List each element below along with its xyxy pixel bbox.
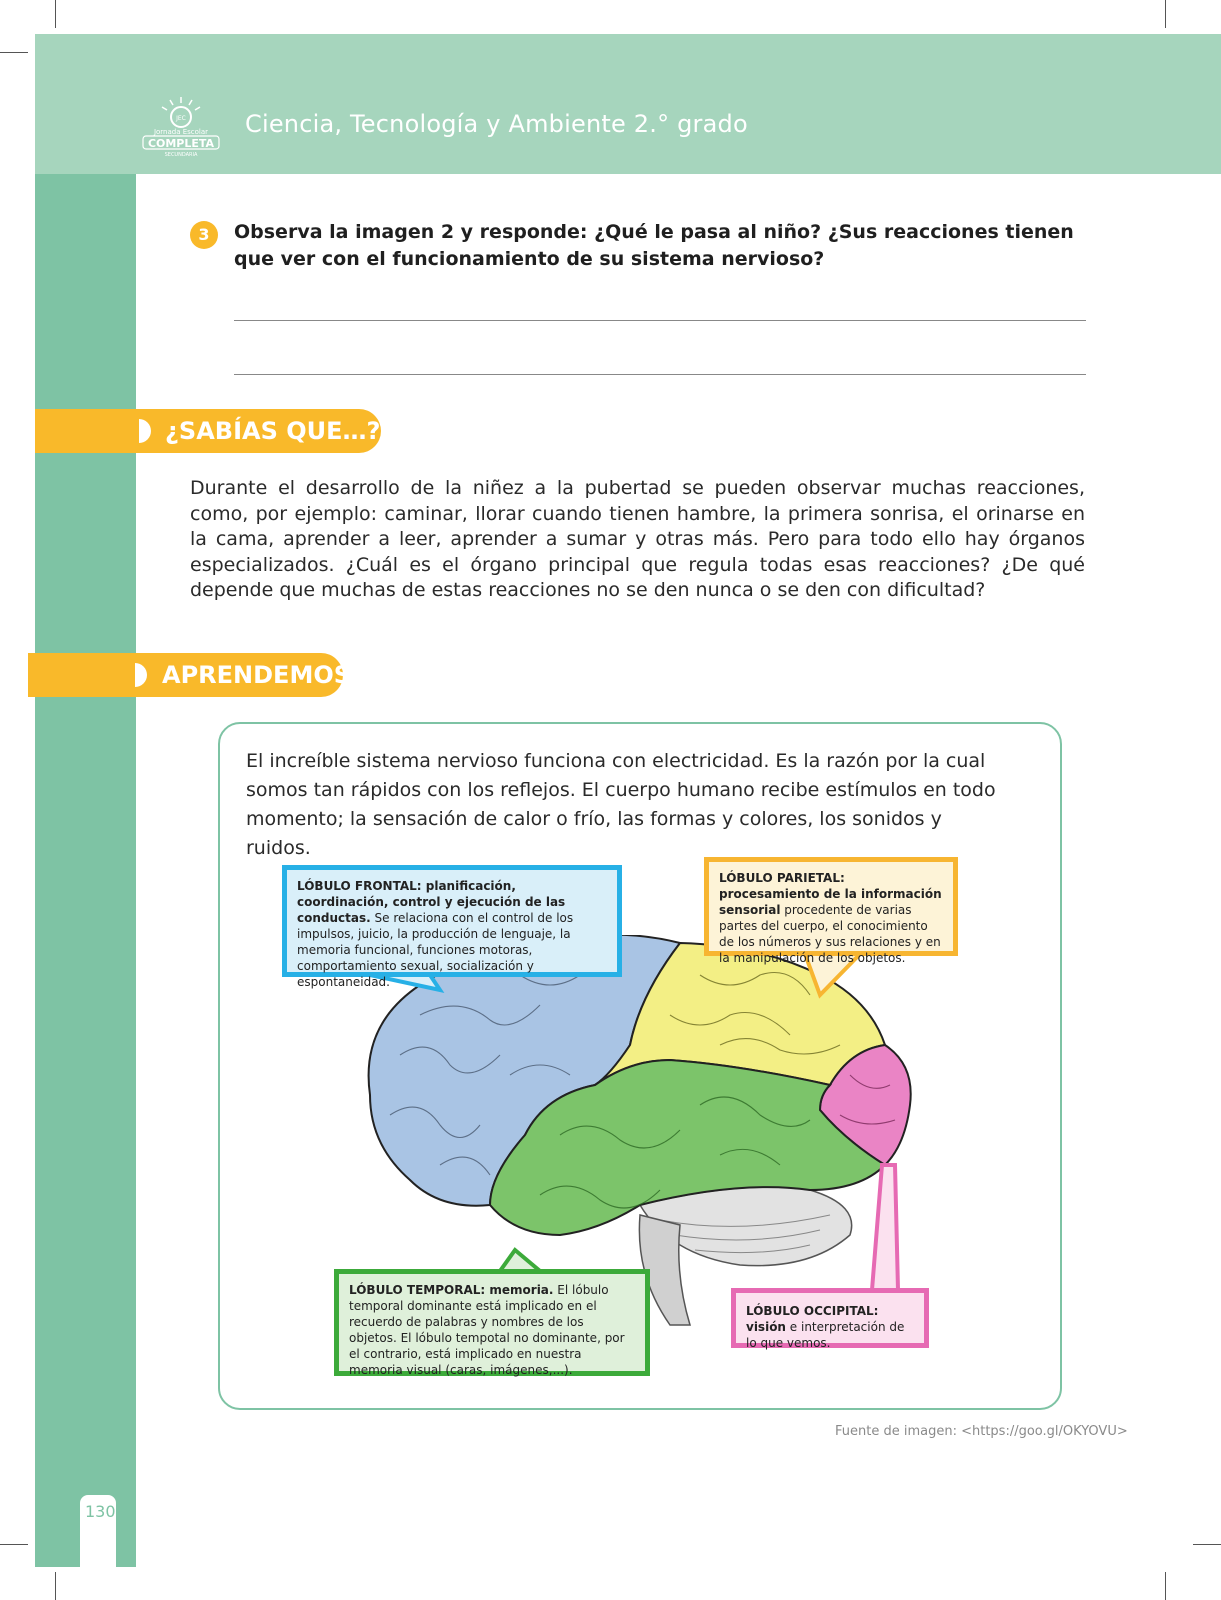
banner-half-circle-icon xyxy=(135,663,147,687)
logo-main: COMPLETA xyxy=(148,137,215,150)
frontal-text: Se relaciona con el control de los impul… xyxy=(297,911,574,989)
sabias-text: Durante el desarrollo de la niñez a la p… xyxy=(190,477,1085,601)
question-text: Observa la imagen 2 y responde: ¿Qué le … xyxy=(234,221,1074,270)
info-text: El increíble sistema nervioso funciona c… xyxy=(246,750,996,859)
logo-top: Jornada Escolar xyxy=(153,128,208,136)
occipital-text: e interpretación de lo que vemos. xyxy=(746,1320,905,1350)
callout-occipital: LÓBULO OCCIPITAL: visión e interpretació… xyxy=(731,1288,929,1350)
crop-mark xyxy=(0,52,28,53)
page-number-tab xyxy=(80,1495,116,1567)
logo-sub: SECUNDARIA xyxy=(165,152,198,158)
aprendemos-title: APRENDEMOS xyxy=(162,661,352,689)
crop-mark xyxy=(55,1572,56,1600)
sabias-title: ¿SABÍAS QUE…? xyxy=(165,417,381,445)
crop-mark xyxy=(1193,1544,1221,1545)
answer-line[interactable] xyxy=(234,320,1086,321)
crop-mark xyxy=(1165,1572,1166,1600)
question-number-badge: 3 xyxy=(190,221,218,249)
answer-line[interactable] xyxy=(234,374,1086,375)
temporal-text: El lóbulo temporal dominante está implic… xyxy=(349,1283,625,1377)
banner-half-circle-icon xyxy=(139,419,151,443)
callout-frontal: LÓBULO FRONTAL: planificación, coordinac… xyxy=(282,865,622,989)
aprendemos-banner: APRENDEMOS xyxy=(28,653,351,697)
frontal-title: LÓBULO FRONTAL: planificación, coordinac… xyxy=(297,879,566,925)
crop-mark xyxy=(55,0,56,28)
crop-mark xyxy=(0,1544,28,1545)
parietal-title: LÓBULO PARIETAL: procesamiento de la inf… xyxy=(719,871,942,917)
page-number: 130 xyxy=(85,1502,116,1521)
occipital-title: LÓBULO OCCIPITAL: visión xyxy=(746,1304,879,1334)
sabias-banner: ¿SABÍAS QUE…? xyxy=(35,409,381,453)
header-title: Ciencia, Tecnología y Ambiente 2.° grado xyxy=(245,110,748,138)
page-header xyxy=(35,34,1221,174)
callout-temporal: LÓBULO TEMPORAL: memoria. El lóbulo temp… xyxy=(334,1269,650,1377)
image-source: Fuente de imagen: <https://goo.gl/OKYOVU… xyxy=(835,1424,1128,1439)
temporal-title: LÓBULO TEMPORAL: memoria. xyxy=(349,1283,554,1297)
brain-illustration xyxy=(367,935,912,1326)
parietal-text: procedente de varias partes del cuerpo, … xyxy=(719,903,941,965)
jec-logo: JEC Jornada Escolar COMPLETA SECUNDARIA xyxy=(142,97,220,158)
logo-badge: JEC xyxy=(175,115,186,122)
left-sidebar xyxy=(35,174,136,1567)
crop-mark xyxy=(1165,0,1166,28)
callout-parietal: LÓBULO PARIETAL: procesamiento de la inf… xyxy=(704,857,958,965)
